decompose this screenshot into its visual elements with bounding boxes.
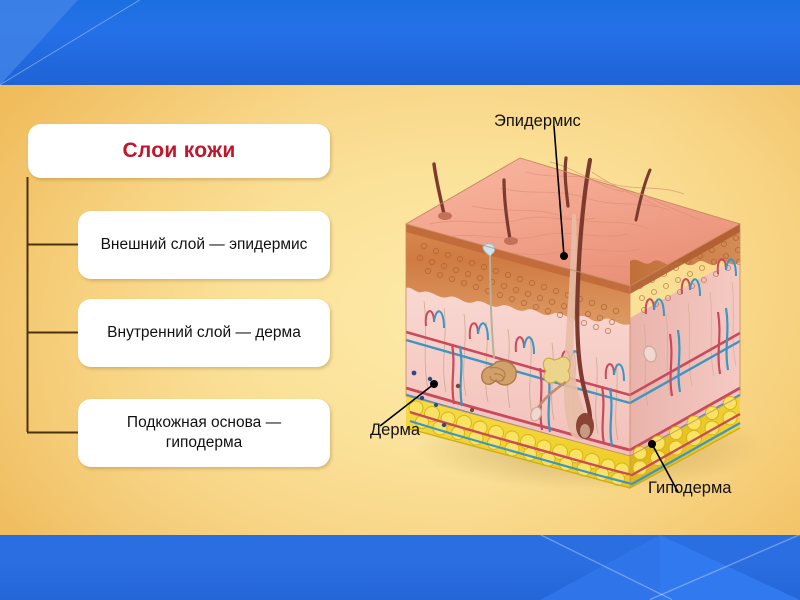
- layer-box-hypodermis: Подкожная основа — гиподерма: [78, 399, 330, 467]
- hair-pore-2: [438, 212, 452, 220]
- layer-box-epidermis: Внешний слой — эпидермис: [78, 211, 330, 279]
- sweat-gland-coil-detail-icon: [489, 367, 506, 383]
- leader-dot-dermis: [430, 380, 438, 388]
- leader-dots: [430, 252, 656, 448]
- hair-papilla: [580, 424, 590, 438]
- pigment-dots-brown-icon: [455, 383, 474, 412]
- diagram-label-epidermis: Эпидермис: [494, 112, 581, 130]
- layer-box-dermis: Внутренний слой — дерма: [78, 299, 330, 367]
- banner-corner-highlight-icon: [0, 0, 140, 85]
- banner-chevron-right-icon: [660, 535, 800, 600]
- leader-dermis: [379, 383, 435, 427]
- meissner-corpuscle: [530, 406, 542, 422]
- leader-dot-hypodermis: [648, 440, 656, 448]
- leader-hypodermis: [651, 443, 679, 493]
- hair-follicle-sheath: [564, 214, 591, 440]
- leader-lines: [379, 125, 679, 493]
- top-banner: [0, 0, 800, 85]
- hypodermis-vein: [409, 419, 741, 486]
- bottom-banner: [0, 535, 800, 600]
- sweat-duct: [489, 253, 495, 359]
- vertical-vessels-icon: [450, 307, 730, 447]
- pigment-dots-icon: [411, 370, 447, 428]
- pacinian-corpuscle: [643, 345, 657, 363]
- hair-shaft-4: [563, 156, 570, 208]
- diagram-label-hypodermis: Гиподерма: [648, 479, 732, 497]
- hypodermis-artery: [409, 410, 741, 477]
- banner-chevron-highlight-a-icon: [540, 535, 672, 600]
- leader-dot-epidermis: [560, 252, 568, 260]
- hair-shaft-main: [575, 157, 593, 427]
- block-edges: [405, 157, 741, 488]
- banner-chevron-highlight-b-icon: [650, 535, 800, 600]
- hair-pore-3: [504, 237, 518, 245]
- sweat-pore: [482, 243, 495, 257]
- hypodermis-bottom-edge: [405, 427, 741, 489]
- arrector-pili-muscle: [536, 380, 567, 409]
- deep-arterial-plexus: [405, 386, 741, 452]
- stratum-corneum-side: [630, 224, 740, 294]
- banner-chevron-left-icon: [540, 535, 660, 600]
- skin-diagram: [340, 96, 800, 516]
- hair-shaft-5: [634, 168, 652, 222]
- dermis-collagen-fibers-side-icon: [643, 281, 737, 407]
- banner-corner-triangle-icon: [0, 0, 78, 85]
- hair-shaft-3: [502, 178, 512, 241]
- diagram-label-dermis: Дерма: [370, 421, 421, 439]
- leader-epidermis: [553, 125, 565, 257]
- sebaceous-gland: [542, 356, 571, 385]
- hair-shaft-2: [432, 162, 446, 216]
- page-title: Слои кожи: [28, 124, 330, 178]
- capillary-loops-side-icon: [644, 258, 737, 317]
- epidermis-granular-texture-icon: [416, 242, 620, 335]
- skin-block-svg: [379, 125, 765, 493]
